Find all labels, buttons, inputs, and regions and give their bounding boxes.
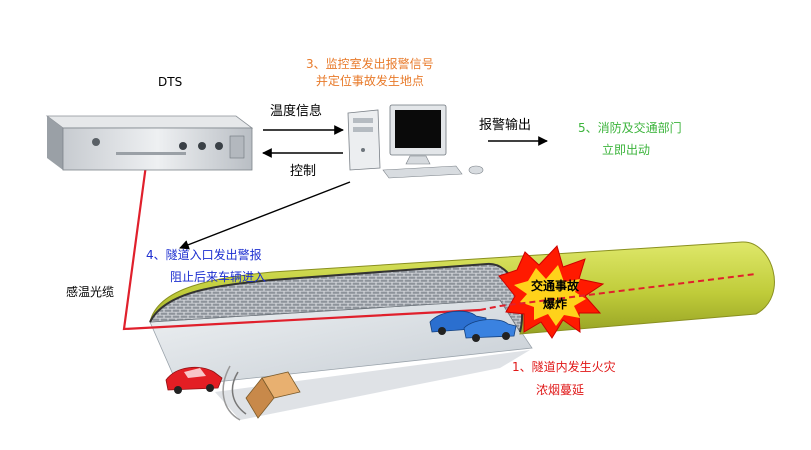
- dts-device: [45, 115, 254, 171]
- fire-step-line2: 浓烟蔓延: [536, 383, 585, 397]
- monitor-room-step-line1: 3、监控室发出报警信号: [306, 57, 434, 71]
- fire-step-line1: 1、隧道内发生火灾: [512, 360, 616, 374]
- monitor-room-step: 3、监控室发出报警信号 并定位事故发生地点: [306, 56, 434, 90]
- alarm-output-label: 报警输出: [479, 118, 532, 133]
- alarm-speaker: [222, 365, 301, 421]
- computer-workstation: [347, 104, 484, 179]
- red-car: [165, 366, 223, 394]
- control-label: 控制: [290, 164, 317, 179]
- monitor-room-step-line2: 并定位事故发生地点: [315, 74, 424, 88]
- tunnel-entrance-step-line1: 4、隧道入口发出警报: [146, 248, 262, 262]
- explosion-core: [514, 265, 586, 326]
- fire-step: 1、隧道内发生火灾 浓烟蔓延: [512, 356, 616, 402]
- sensing-cable-in-tunnel: [479, 273, 757, 311]
- tunnel-entrance-step-line2: 阻止后来车辆进入: [170, 270, 267, 284]
- fire-dept-step-line2: 立即出动: [602, 143, 651, 157]
- fire-dept-step: 5、消防及交通部门 立即出动: [578, 117, 682, 161]
- tunnel-entrance-step: 4、隧道入口发出警报 阻止后来车辆进入: [146, 244, 266, 288]
- temperature-info-label: 温度信息: [270, 104, 323, 119]
- accident-label: 交通事故 爆炸: [531, 277, 579, 313]
- accident-label-line1: 交通事故: [531, 279, 580, 293]
- fire-dept-step-line1: 5、消防及交通部门: [578, 121, 682, 135]
- arrow-to-tunnel-entrance: [179, 181, 351, 250]
- dts-label: DTS: [158, 75, 183, 89]
- sensing-cable-label: 感温光缆: [66, 285, 115, 299]
- crashed-cars: [429, 310, 517, 342]
- accident-label-line2: 爆炸: [543, 297, 568, 311]
- tunnel-road-shadow: [215, 350, 530, 420]
- sensing-cable: [122, 164, 481, 331]
